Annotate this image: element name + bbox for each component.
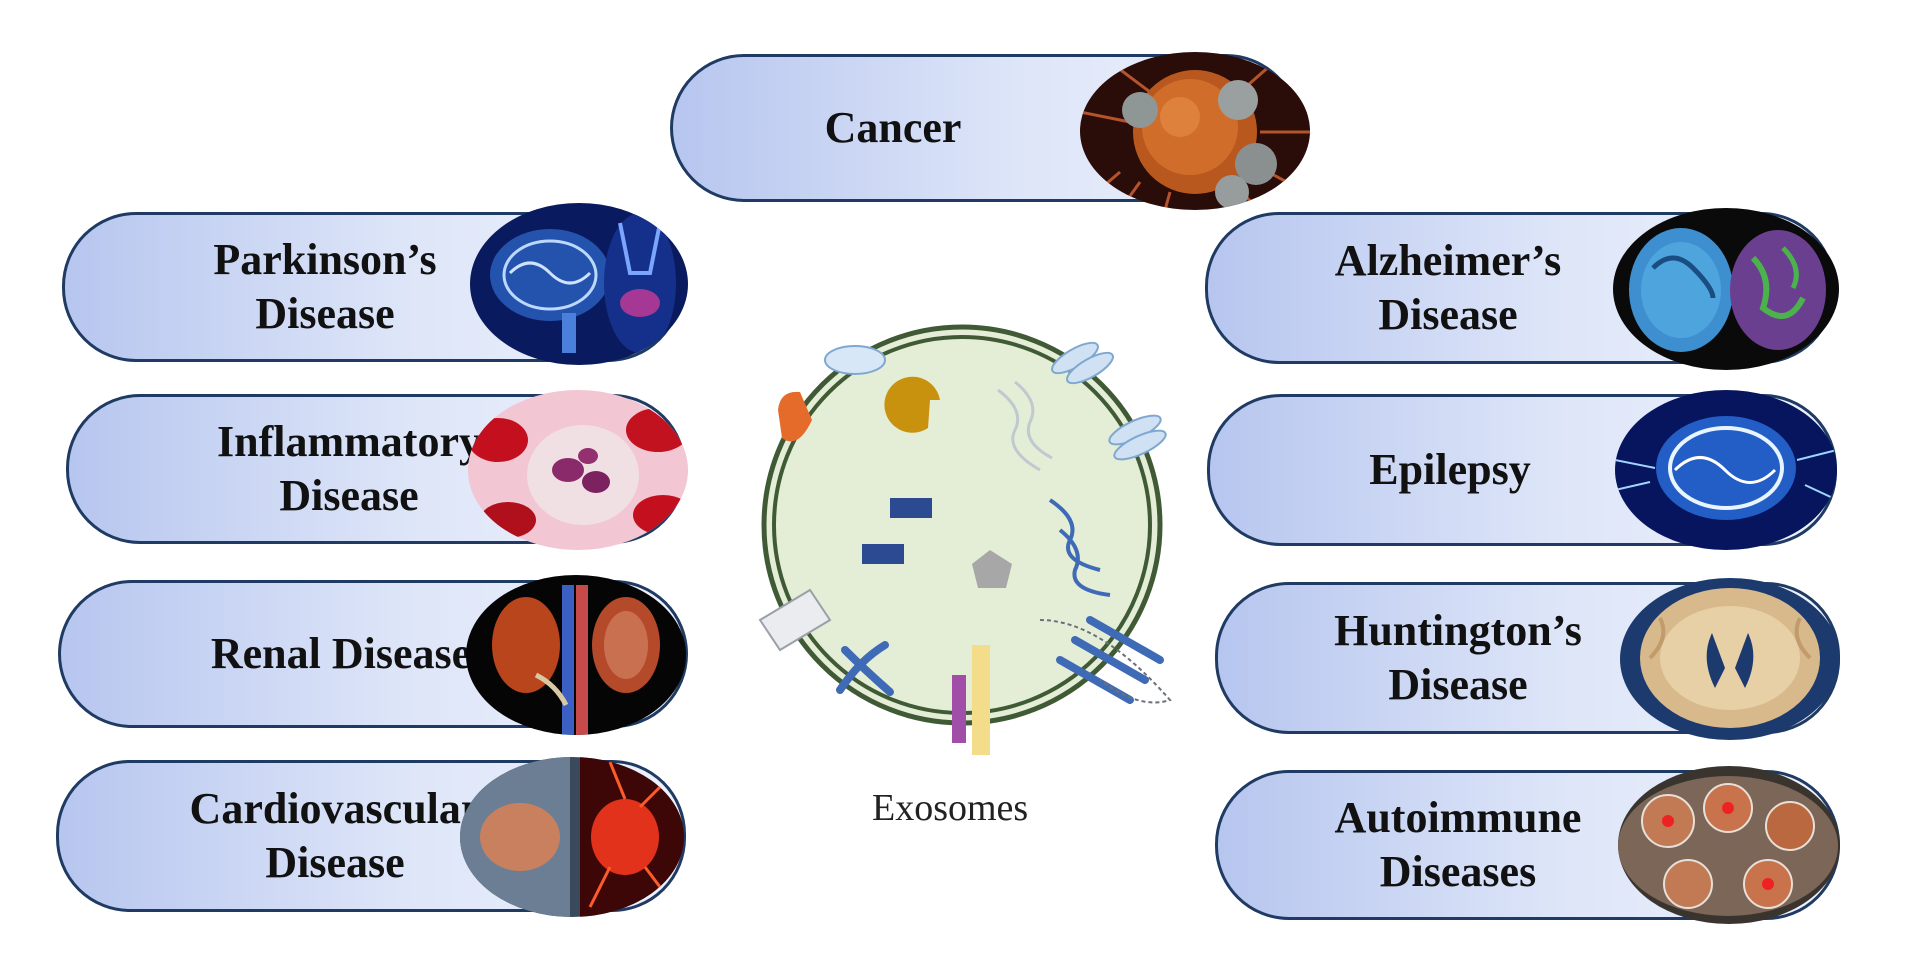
receptor-top-right xyxy=(1051,341,1114,385)
renal-kidney-image xyxy=(466,575,686,735)
epilepsy-label: Epilepsy xyxy=(1369,445,1531,494)
vesicle-outer-membrane xyxy=(761,324,1163,726)
cardiovascular-heart-image xyxy=(460,757,684,917)
purple-bar xyxy=(952,675,966,743)
grey-pentagon xyxy=(972,550,1012,588)
receptor-right xyxy=(1108,414,1167,461)
receptor-oval-top xyxy=(824,345,886,375)
cancer-label: Cancer xyxy=(824,103,962,152)
autoimmune-joints-image xyxy=(1618,766,1840,924)
cancer-cell-image xyxy=(1080,52,1310,210)
orange-protein xyxy=(778,391,812,442)
navy-block-1 xyxy=(890,498,932,518)
parkinsons-brain-image xyxy=(470,203,688,365)
blue-tripod-protein xyxy=(1056,616,1164,704)
alzheimers-brain-image xyxy=(1613,208,1839,370)
yellow-bar xyxy=(972,645,990,755)
navy-block-2 xyxy=(862,544,904,564)
blue-wave-2 xyxy=(1058,528,1111,597)
grey-cylinder-protein xyxy=(758,588,832,652)
grey-outline-protein xyxy=(1039,619,1172,704)
renal-label: Renal Disease xyxy=(210,629,472,678)
grey-wave-2 xyxy=(1014,380,1053,460)
epilepsy-brain-image xyxy=(1615,390,1837,550)
blue-channel-left xyxy=(836,641,894,696)
exosomes-label: Exosomes xyxy=(872,787,1029,829)
grey-wave-1 xyxy=(997,388,1041,472)
huntingtons-brain-image xyxy=(1620,578,1840,740)
inflammatory-cell-image xyxy=(468,390,688,550)
yellow-pacman-protein xyxy=(884,376,940,433)
exosome-diagram xyxy=(758,324,1172,755)
